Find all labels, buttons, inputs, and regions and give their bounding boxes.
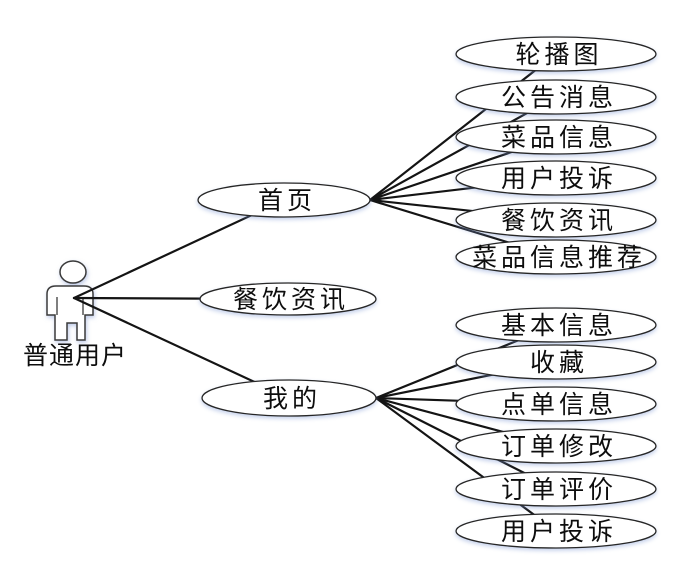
usecase-favorites-ellipse <box>455 344 657 380</box>
usecase-catering-info-sub: 餐饮资讯 <box>455 202 657 238</box>
usecase-carousel: 轮播图 <box>455 36 657 72</box>
usecase-user-complaint-home: 用户投诉 <box>455 160 657 196</box>
actor-label: 普通用户 <box>23 342 127 370</box>
usecase-basic-info-label: 基本信息 <box>501 312 617 340</box>
usecase-announcements: 公告消息 <box>455 79 657 115</box>
usecase-user-complaint-mine-ellipse <box>455 513 657 549</box>
usecase-order-modify: 订单修改 <box>455 428 657 464</box>
usecase-order-modify-label: 订单修改 <box>501 433 617 461</box>
actor-person-icon: 普通用户 <box>23 260 127 370</box>
connector-mine-user-complaint <box>374 396 558 533</box>
usecase-carousel-label: 轮播图 <box>515 41 602 69</box>
usecase-favorites: 收藏 <box>455 344 657 380</box>
usecase-basic-info-ellipse <box>455 307 657 343</box>
usecase-order-review: 订单评价 <box>455 471 657 507</box>
connector-home-carousel <box>368 52 558 202</box>
usecase-home-label: 首页 <box>258 187 316 215</box>
usecase-order-review-ellipse <box>455 471 657 507</box>
usecase-user-complaint-home-label: 用户投诉 <box>501 165 617 193</box>
usecase-mine: 我的 <box>201 379 377 417</box>
usecase-catering-info-ellipse <box>199 282 377 316</box>
usecase-catering-info-label: 餐饮资讯 <box>233 286 349 314</box>
actor-body <box>46 285 94 341</box>
usecase-dish-recommend-label: 菜品信息推荐 <box>472 244 646 272</box>
usecase-order-review-label: 订单评价 <box>501 476 617 504</box>
usecase-dish-info-label: 菜品信息 <box>501 124 617 152</box>
usecase-order-info: 点单信息 <box>455 386 657 422</box>
usecase-dish-info-ellipse <box>455 119 657 155</box>
usecase-mine-ellipse <box>201 379 377 417</box>
usecase-home-ellipse <box>197 182 371 218</box>
usecase-dish-recommend-ellipse <box>455 239 657 275</box>
usecase-user-complaint-mine-label: 用户投诉 <box>501 518 617 546</box>
connector-actor-home <box>72 198 286 300</box>
usecase-basic-info: 基本信息 <box>455 307 657 343</box>
usecase-order-info-ellipse <box>455 386 657 422</box>
usecase-catering-info-sub-label: 餐饮资讯 <box>501 207 617 235</box>
usecase-favorites-label: 收藏 <box>530 349 588 377</box>
usecase-dish-info: 菜品信息 <box>455 119 657 155</box>
usecase-dish-recommend: 菜品信息推荐 <box>455 239 657 275</box>
usecase-order-info-label: 点单信息 <box>501 391 617 419</box>
connector-home-announcements <box>368 95 558 202</box>
usecase-user-complaint-home-ellipse <box>455 160 657 196</box>
usecase-carousel-ellipse <box>455 36 657 72</box>
usecase-catering-info-sub-ellipse <box>455 202 657 238</box>
usecase-user-complaint-mine: 用户投诉 <box>455 513 657 549</box>
usecase-mine-label: 我的 <box>263 385 321 413</box>
usecase-announcements-label: 公告消息 <box>501 84 617 112</box>
usecase-announcements-ellipse <box>455 79 657 115</box>
usecase-catering-info: 餐饮资讯 <box>199 282 377 316</box>
usecase-home: 首页 <box>197 182 371 218</box>
usecase-order-modify-ellipse <box>455 428 657 464</box>
actor-head <box>59 260 87 284</box>
